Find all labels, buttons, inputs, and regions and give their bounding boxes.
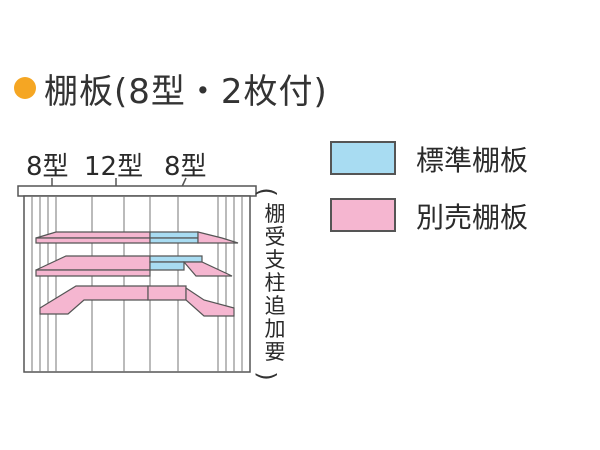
note-char: 追 [264, 294, 286, 318]
shelf-low-right-optional [185, 286, 235, 317]
note-char: 棚 [264, 202, 286, 226]
shed-body [23, 195, 251, 373]
shelf-top-standard-edge [149, 237, 199, 244]
type-label-right: 8型 [164, 152, 207, 182]
legend-label-standard: 標準棚板 [416, 144, 529, 177]
shelf-top-left-optional [35, 231, 151, 239]
type-label-left: 8型 [26, 152, 69, 182]
shed-panel-lines [31, 196, 243, 372]
shelf-mid-right-optional [182, 261, 233, 277]
shelf-mid-left-optional-edge [35, 269, 151, 277]
title-text: 棚板(8型・2枚付) [44, 71, 328, 112]
optional-shelf-swatch [330, 198, 396, 232]
shelf-top-standard [149, 231, 199, 239]
shelf-top-left-optional-edge [35, 237, 151, 244]
shelf-low-left-optional [39, 285, 149, 315]
type-label-middle: 12型 [84, 152, 144, 182]
note-char: 柱 [264, 271, 286, 295]
shelf-mid-standard [149, 255, 203, 263]
note-close-paren: ) [252, 371, 281, 381]
note-open-paren: ( [252, 187, 281, 197]
support-post-note: ( 棚 受 支 柱 追 加 要 ) [253, 186, 290, 382]
note-char: 加 [264, 317, 286, 341]
note-char: 支 [264, 248, 286, 272]
note-char: 受 [264, 225, 286, 249]
shed-roof [17, 185, 257, 197]
shelves [35, 231, 239, 317]
shelf-top-right-optional [197, 231, 239, 244]
legend-label-optional: 別売棚板 [416, 201, 529, 234]
standard-shelf-swatch [330, 141, 396, 175]
note-char: 要 [264, 340, 286, 364]
orange-bullet-icon [14, 77, 36, 99]
section-title: 棚板(8型・2枚付) [14, 66, 328, 112]
shelf-low-middle-optional [147, 285, 187, 301]
shelf-mid-standard-lower [149, 261, 185, 271]
